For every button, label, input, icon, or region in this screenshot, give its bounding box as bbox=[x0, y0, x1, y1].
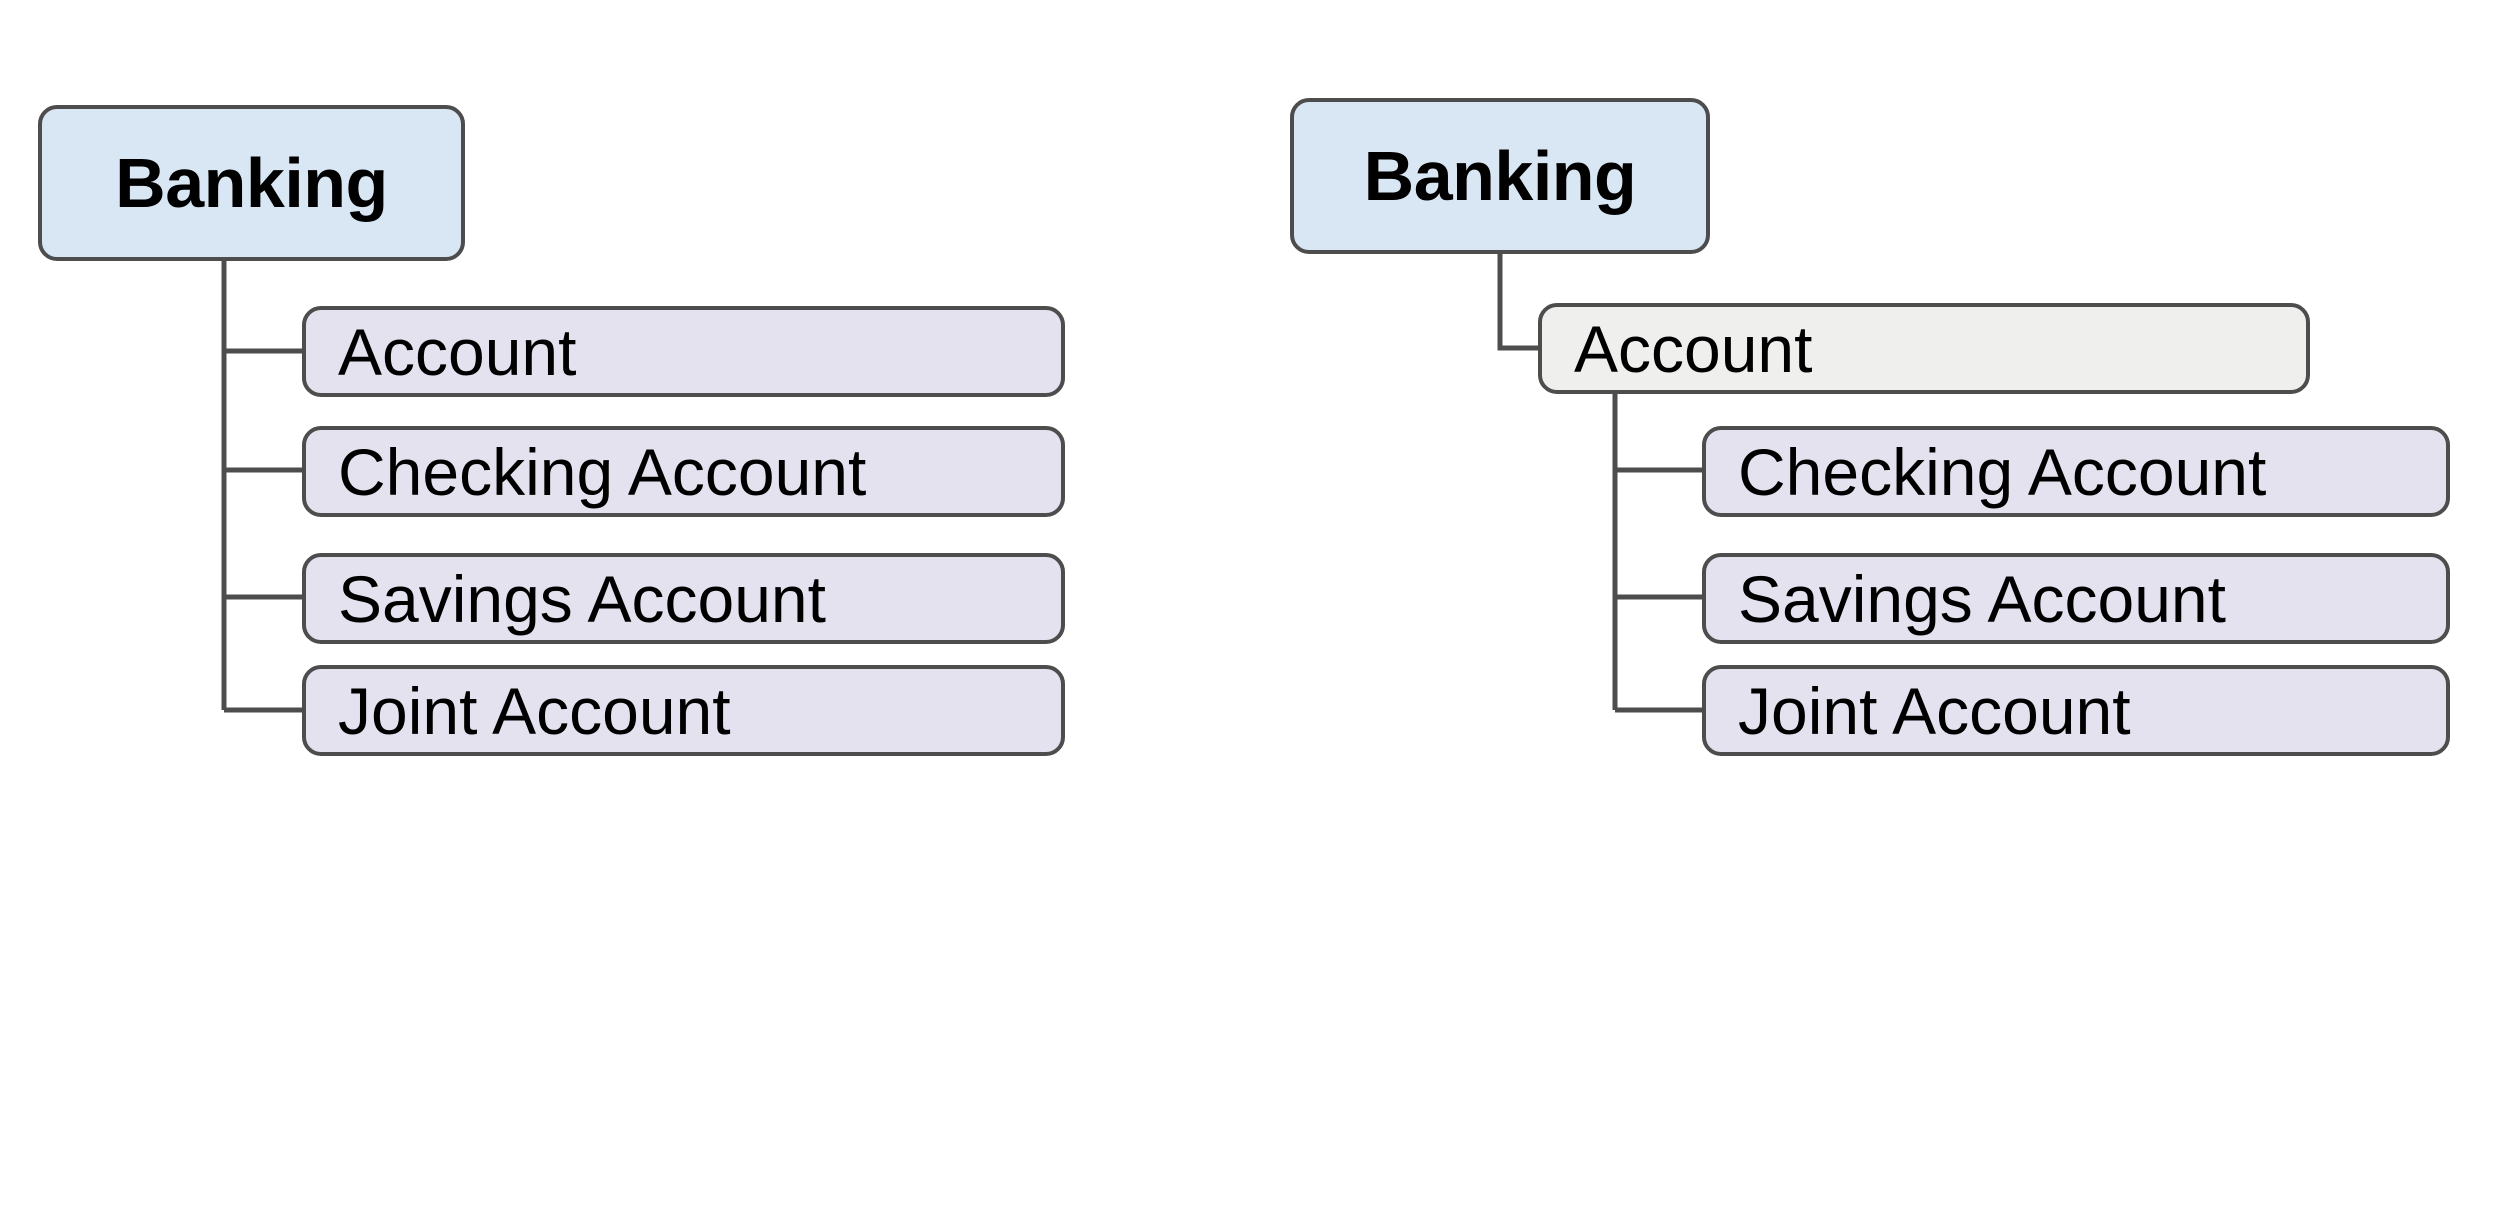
node-label: Joint Account bbox=[338, 673, 731, 748]
node-label: Savings Account bbox=[338, 561, 826, 636]
left-tree-node-joint-account[interactable]: Joint Account bbox=[302, 665, 1065, 756]
node-label: Checking Account bbox=[1738, 434, 2267, 509]
right-tree-node-joint-account[interactable]: Joint Account bbox=[1702, 665, 2450, 756]
connector-right-banking-trunk bbox=[1497, 253, 1540, 351]
node-label: Savings Account bbox=[1738, 561, 2226, 636]
right-tree-node-account[interactable]: Account bbox=[1538, 303, 2310, 394]
node-label: Banking bbox=[115, 144, 388, 222]
left-tree-node-savings-account[interactable]: Savings Account bbox=[302, 553, 1065, 644]
node-label: Account bbox=[338, 314, 577, 389]
node-label: Joint Account bbox=[1738, 673, 2131, 748]
right-tree-node-savings-account[interactable]: Savings Account bbox=[1702, 553, 2450, 644]
left-tree-node-checking-account[interactable]: Checking Account bbox=[302, 426, 1065, 517]
node-label: Banking bbox=[1363, 137, 1637, 215]
node-label: Account bbox=[1574, 311, 1813, 386]
left-tree-root-banking[interactable]: Banking bbox=[38, 105, 465, 261]
right-tree-root-banking[interactable]: Banking bbox=[1290, 98, 1710, 254]
node-label: Checking Account bbox=[338, 434, 867, 509]
right-tree-node-checking-account[interactable]: Checking Account bbox=[1702, 426, 2450, 517]
left-tree-node-account[interactable]: Account bbox=[302, 306, 1065, 397]
